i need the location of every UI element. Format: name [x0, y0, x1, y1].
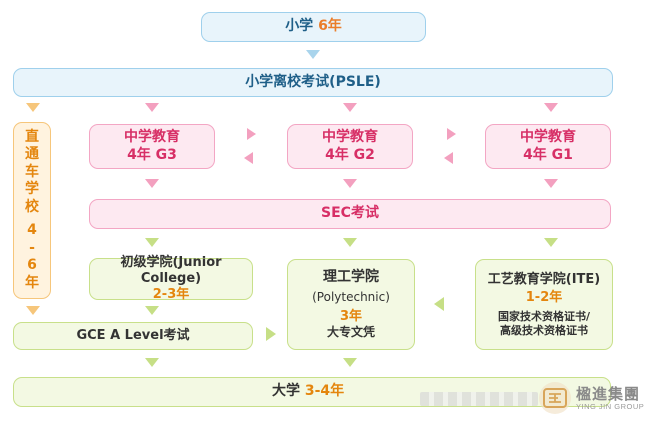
blurred-watermark [420, 392, 538, 406]
through-train-char: 通 [25, 146, 39, 163]
arrow-down-icon [145, 179, 159, 188]
arrow-right-icon [247, 128, 256, 140]
secondary-label: 中学教育 [124, 129, 180, 145]
polytechnic-label: 理工学院 [323, 269, 379, 286]
ite-years: 1-2年 [525, 289, 563, 305]
secondary-g2-box: 中学教育 4年 G2 [287, 124, 413, 169]
primary-years: 6年 [318, 18, 342, 35]
sec-exam-label: SEC考试 [321, 205, 379, 222]
ite-cert-2: 高级技术资格证书 [500, 323, 588, 337]
secondary-years: 4年 G1 [523, 146, 573, 163]
through-train-years-char: - [29, 239, 35, 256]
arrow-down-icon [26, 306, 40, 315]
primary-label: 小学 [285, 18, 314, 35]
arrow-down-icon [145, 238, 159, 247]
junior-college-years: 2-3年 [152, 287, 190, 303]
through-train-char: 车 [25, 163, 39, 180]
ite-cert-1: 国家技术资格证书/ [497, 310, 591, 323]
secondary-label: 中学教育 [322, 129, 378, 145]
university-label: 大学 [272, 383, 300, 400]
secondary-years: 4年 G2 [325, 146, 375, 163]
junior-college-label: 初级学院(Junior College) [120, 254, 222, 286]
arrow-left-icon [444, 152, 453, 164]
ite-box: 工艺教育学院(ITE) 1-2年 国家技术资格证书/ 高级技术资格证书 [475, 259, 613, 350]
logo-english-name: YING JIN GROUP [576, 402, 645, 411]
arrow-down-icon [343, 179, 357, 188]
secondary-label: 中学教育 [520, 129, 576, 145]
arrow-left-icon [244, 152, 253, 164]
polytechnic-years: 3年 [339, 308, 363, 324]
gce-a-level-box: GCE A Level考试 [13, 322, 253, 350]
logo-chinese-name: 楹進集團 [576, 385, 641, 403]
sec-exam-box: SEC考试 [89, 199, 611, 229]
junior-college-box: 初级学院(Junior College) 2-3年 [89, 254, 253, 303]
secondary-g3-box: 中学教育 4年 G3 [89, 124, 215, 169]
secondary-g1-box: 中学教育 4年 G1 [485, 124, 611, 169]
polytechnic-en-label: (Polytechnic) [312, 289, 390, 304]
yingjin-logo-icon [539, 382, 571, 414]
arrow-down-icon [145, 103, 159, 112]
arrow-down-icon [544, 103, 558, 112]
primary-school-box: 小学 6年 [201, 12, 426, 42]
psle-label: 小学离校考试(PSLE) [245, 73, 381, 90]
arrow-down-icon [544, 179, 558, 188]
arrow-down-icon [306, 50, 320, 59]
through-train-years-char: 4 [27, 222, 37, 239]
arrow-down-icon [145, 358, 159, 367]
polytechnic-box: 理工学院 (Polytechnic) 3年 大专文凭 [287, 259, 415, 350]
through-train-char: 直 [25, 128, 39, 145]
arrow-down-icon [343, 358, 357, 367]
ite-label: 工艺教育学院(ITE) [487, 271, 601, 287]
arrow-right-icon [447, 128, 456, 140]
psle-box: 小学离校考试(PSLE) [13, 68, 613, 97]
arrow-down-icon [343, 238, 357, 247]
arrow-down-icon [343, 103, 357, 112]
arrow-down-icon [145, 306, 159, 315]
secondary-years: 4年 G3 [127, 146, 177, 163]
arrow-right-icon [266, 327, 276, 341]
through-train-school-box: 直 通 车 学 校 4 - 6 年 [13, 122, 51, 299]
through-train-char: 校 [25, 198, 39, 215]
through-train-char: 学 [25, 181, 39, 198]
through-train-years-char: 年 [25, 274, 39, 291]
arrow-left-icon [434, 297, 444, 311]
university-years: 3-4年 [304, 383, 345, 400]
polytechnic-cert: 大专文凭 [326, 324, 375, 339]
through-train-years-char: 6 [27, 257, 37, 274]
arrow-down-icon [544, 238, 558, 247]
arrow-down-icon [26, 103, 40, 112]
gce-label: GCE A Level考试 [76, 327, 190, 343]
